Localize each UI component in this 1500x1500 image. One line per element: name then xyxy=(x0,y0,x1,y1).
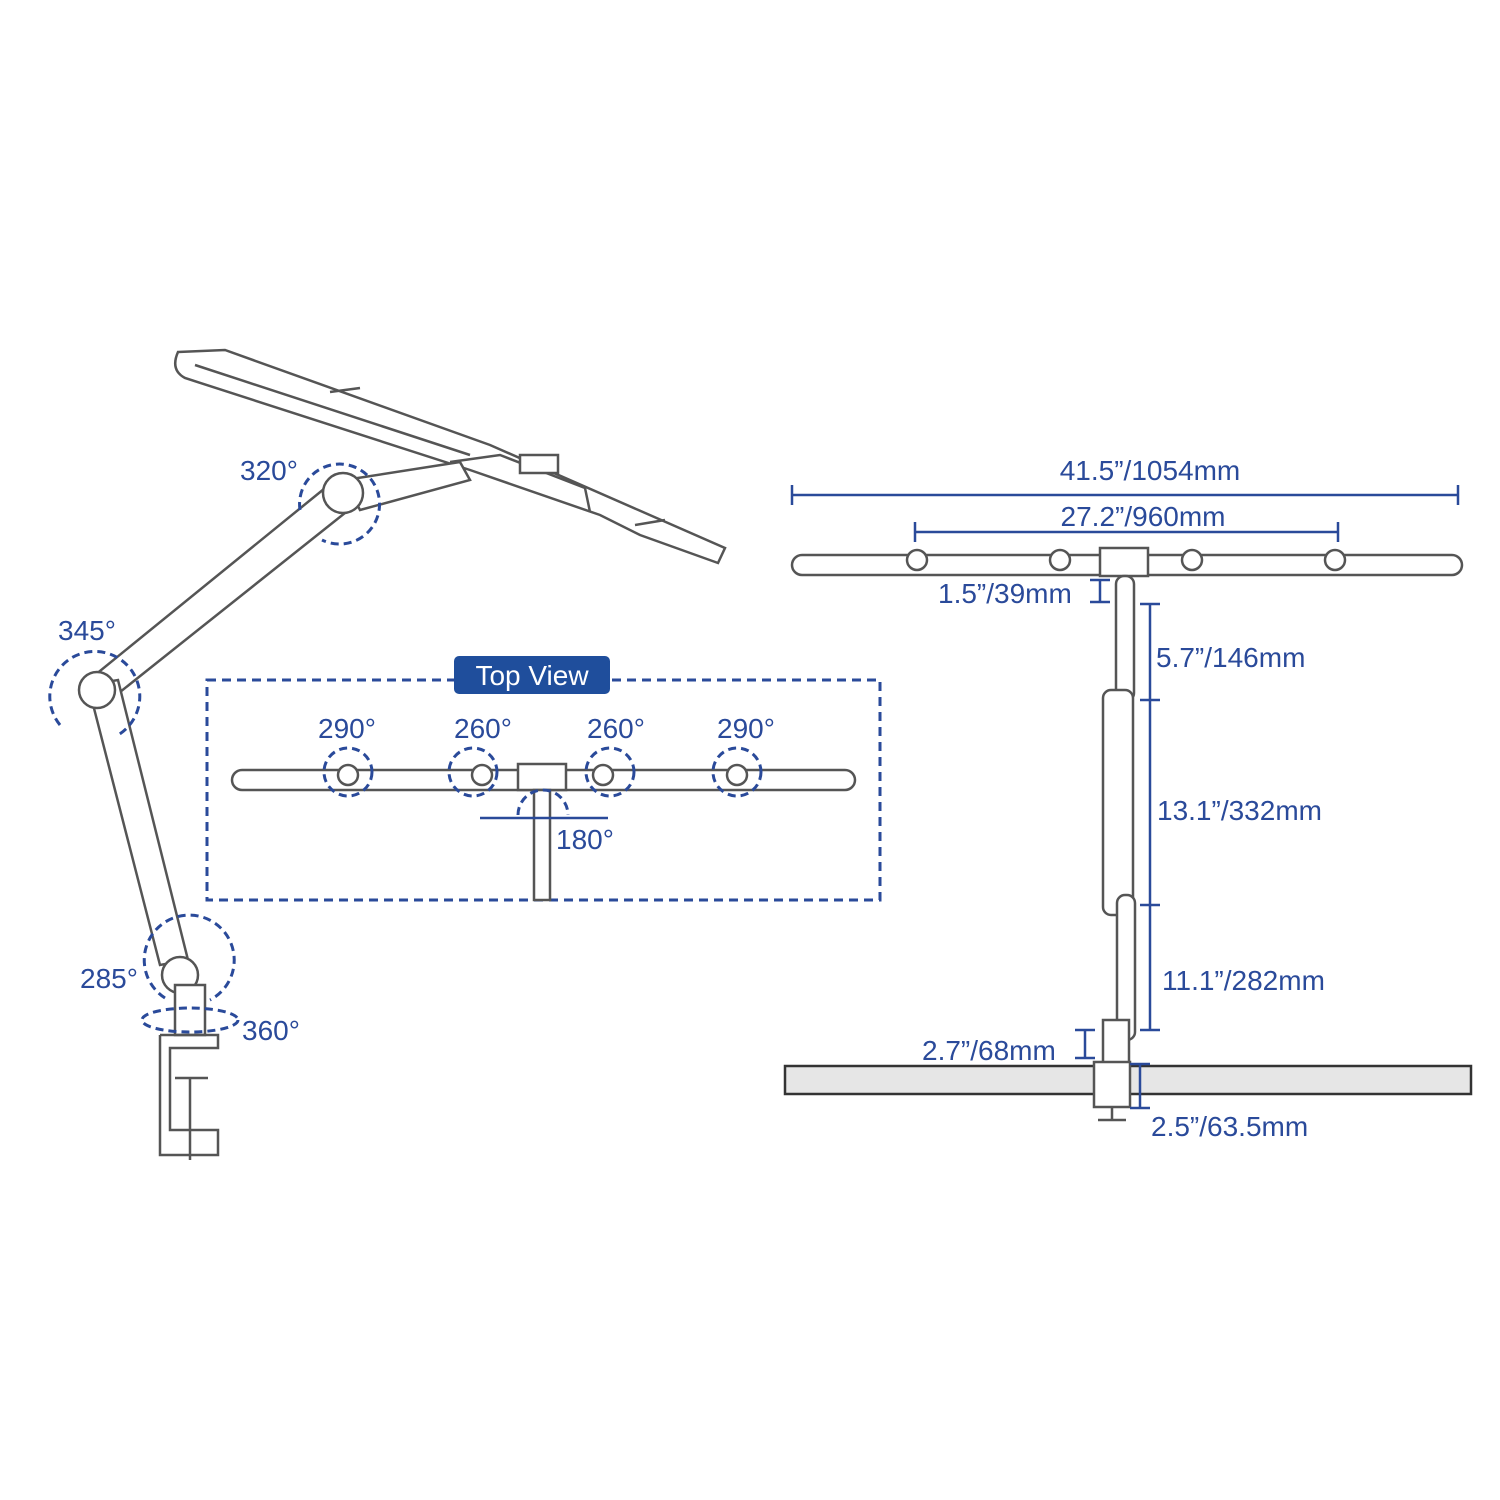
angle-label: 290° xyxy=(717,713,775,744)
angle-label: 260° xyxy=(454,713,512,744)
top-view-title: Top View xyxy=(475,660,589,691)
dimension-label: 13.1”/332mm xyxy=(1157,795,1322,826)
dimension-label: 1.5”/39mm xyxy=(938,578,1072,609)
dimension-label: 2.7”/68mm xyxy=(922,1035,1056,1066)
dimension-label: 5.7”/146mm xyxy=(1156,642,1305,673)
angle-label: 285° xyxy=(80,963,138,994)
dimension-label: 2.5”/63.5mm xyxy=(1151,1111,1308,1142)
top-view-badge xyxy=(454,656,610,694)
front-view: 41.5”/1054mm 27.2”/960mm 1.5”/39mm 5.7”/… xyxy=(783,455,1473,1142)
side-view-lamp: 320° 345° 285° 360° xyxy=(48,348,727,1160)
angle-label: 360° xyxy=(242,1015,300,1046)
angle-label: 290° xyxy=(318,713,376,744)
angle-label: 320° xyxy=(240,455,298,486)
dimension-label: 11.1”/282mm xyxy=(1162,965,1325,996)
angle-label: 260° xyxy=(587,713,645,744)
angle-label: 345° xyxy=(58,615,116,646)
top-view-inset: Top View 290° 260° 260° 290° 180° xyxy=(205,656,882,902)
angle-label: 180° xyxy=(556,824,614,855)
dimension-label: 41.5”/1054mm xyxy=(1060,455,1241,486)
dimension-label: 27.2”/960mm xyxy=(1061,501,1226,532)
